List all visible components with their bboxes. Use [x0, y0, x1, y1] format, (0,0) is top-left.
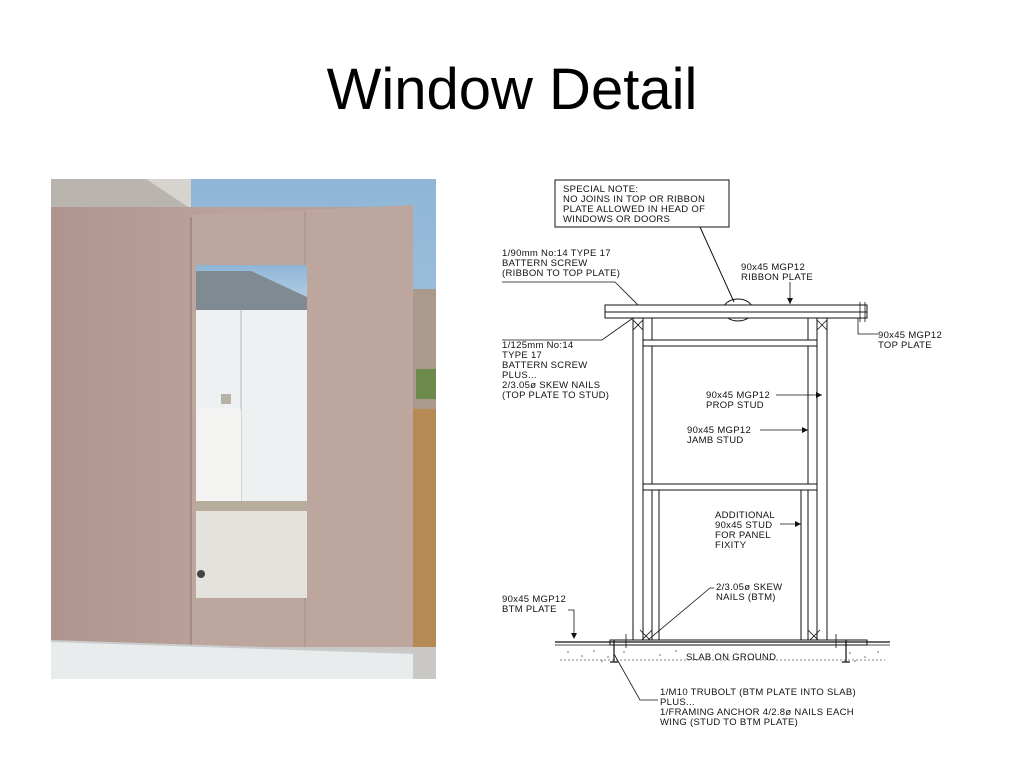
additional-stud-label: ADDITIONAL 90x45 STUD FOR PANEL FIXITY [715, 510, 778, 551]
special-note-text: SPECIAL NOTE: NO JOINS IN TOP OR RIBBON … [563, 184, 708, 225]
top-plate [604, 311, 868, 319]
left-jamb-stud [642, 317, 653, 645]
right-jamb-stud [807, 317, 818, 645]
ribbon-plate [604, 304, 868, 313]
left-outer-stud [632, 317, 644, 645]
wall-panel-photo [51, 179, 436, 679]
slab-label: SLAB ON GROUND [686, 652, 776, 663]
btm-plate-label: 90x45 MGP12 BTM PLATE [502, 594, 569, 615]
additional-stud-right [800, 489, 809, 645]
special-note-box [554, 179, 730, 228]
window-head [642, 339, 818, 347]
top-plate-label: 90x45 MGP12 TOP PLATE [878, 330, 945, 351]
right-outer-stud [816, 317, 828, 645]
jamb-stud-label: 90x45 MGP12 JAMB STUD [687, 425, 754, 446]
prop-stud-label: 90x45 MGP12 PROP STUD [706, 390, 773, 411]
additional-stud-left [651, 489, 660, 645]
ribbon-plate-label: 90x45 MGP12 RIBBON PLATE [741, 262, 813, 283]
skew-nails-label: 2/3.05ø SKEW NAILS (BTM) [716, 582, 785, 603]
window-sill [642, 483, 818, 491]
anchor-label: 1/M10 TRUBOLT (BTM PLATE INTO SLAB) PLUS… [660, 687, 859, 728]
slab-hatch [567, 650, 879, 662]
batten-screw-label: 1/90mm No:14 TYPE 17 BATTERN SCREW (RIBB… [502, 248, 620, 279]
slide-title: Window Detail [326, 57, 698, 122]
stud-fixing-label: 1/125mm No:14 TYPE 17 BATTERN SCREW PLUS… [502, 340, 609, 401]
window-framing-diagram: SPECIAL NOTE: NO JOINS IN TOP OR RIBBON … [490, 178, 960, 738]
